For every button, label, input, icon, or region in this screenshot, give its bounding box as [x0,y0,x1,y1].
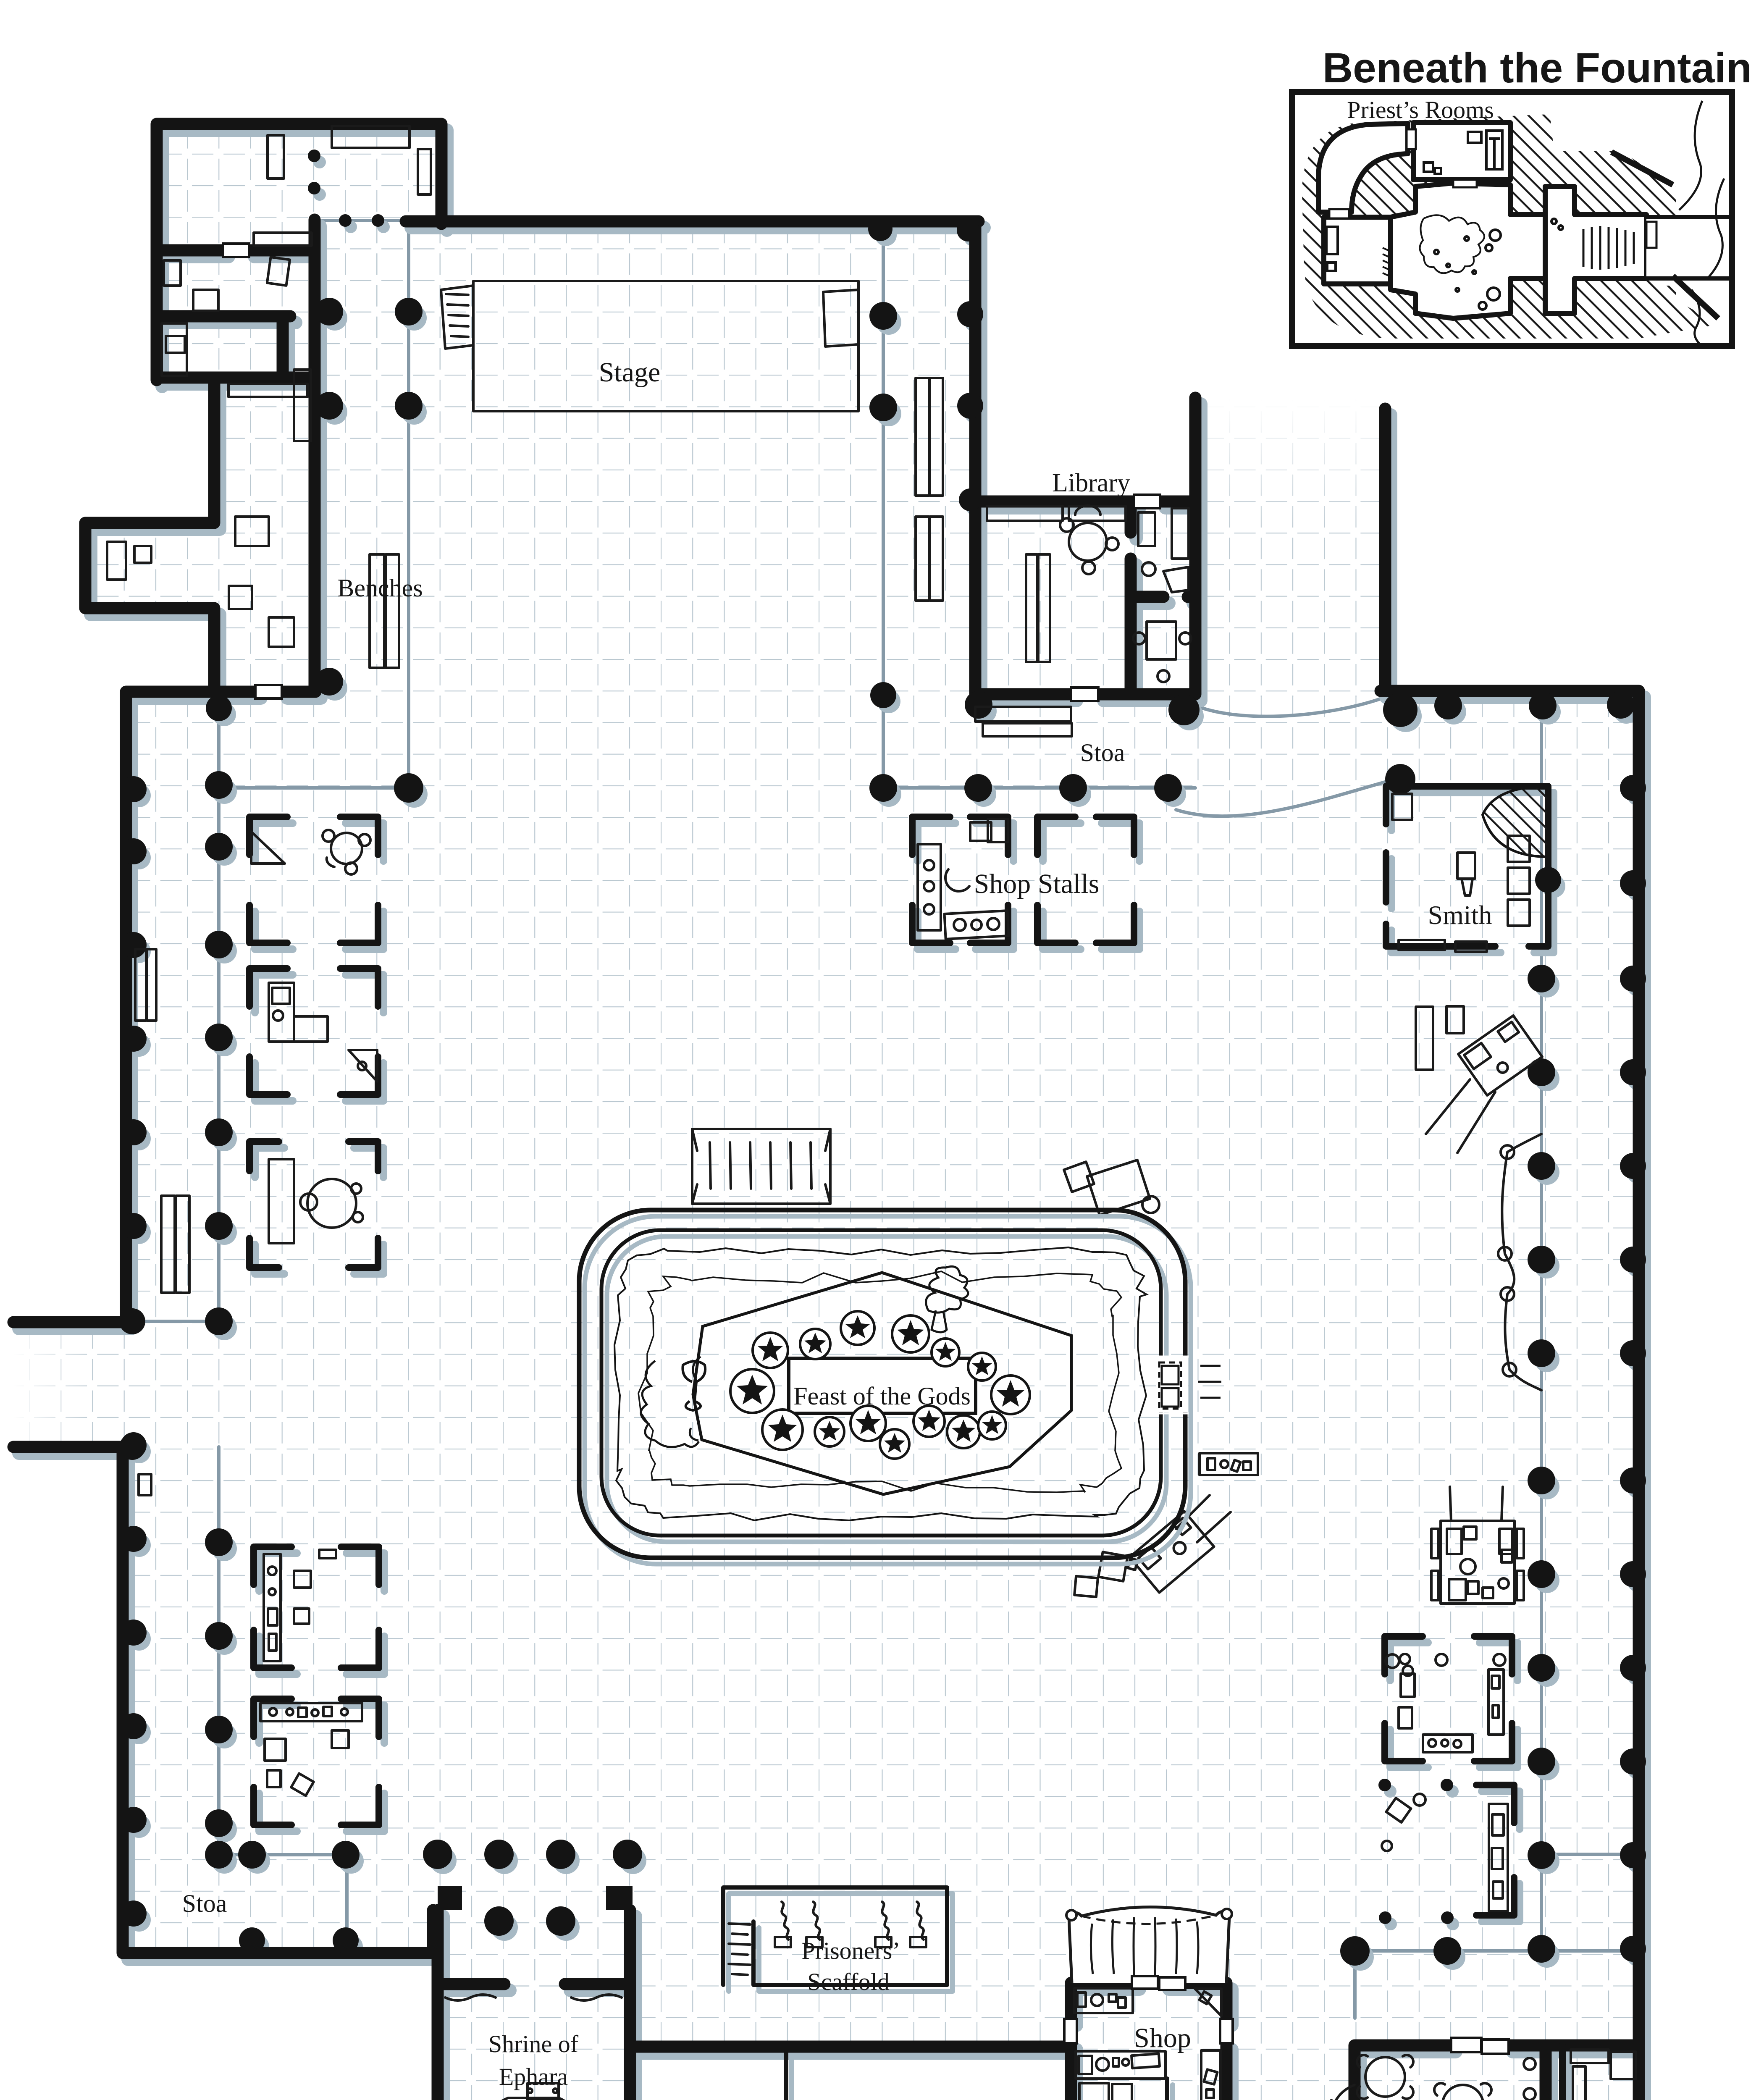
svg-text:Stage: Stage [599,357,661,388]
svg-text:Shrine of: Shrine of [488,2030,579,2058]
svg-text:Stoa: Stoa [182,1890,227,1917]
svg-text:Smith: Smith [1428,900,1492,930]
svg-text:Shop: Shop [1134,2023,1191,2053]
svg-text:Benches: Benches [337,574,423,602]
svg-text:Shop Stalls: Shop Stalls [974,869,1100,899]
svg-text:Scaffold: Scaffold [807,1968,889,1995]
svg-text:Stoa: Stoa [1080,739,1125,766]
svg-text:Prisoners’: Prisoners’ [801,1937,900,1964]
svg-text:Library: Library [1052,469,1130,497]
svg-text:Ephara: Ephara [499,2063,568,2090]
svg-text:Beneath the Fountain: Beneath the Fountain [1323,45,1752,92]
svg-text:Feast of the Gods: Feast of the Gods [793,1382,971,1410]
